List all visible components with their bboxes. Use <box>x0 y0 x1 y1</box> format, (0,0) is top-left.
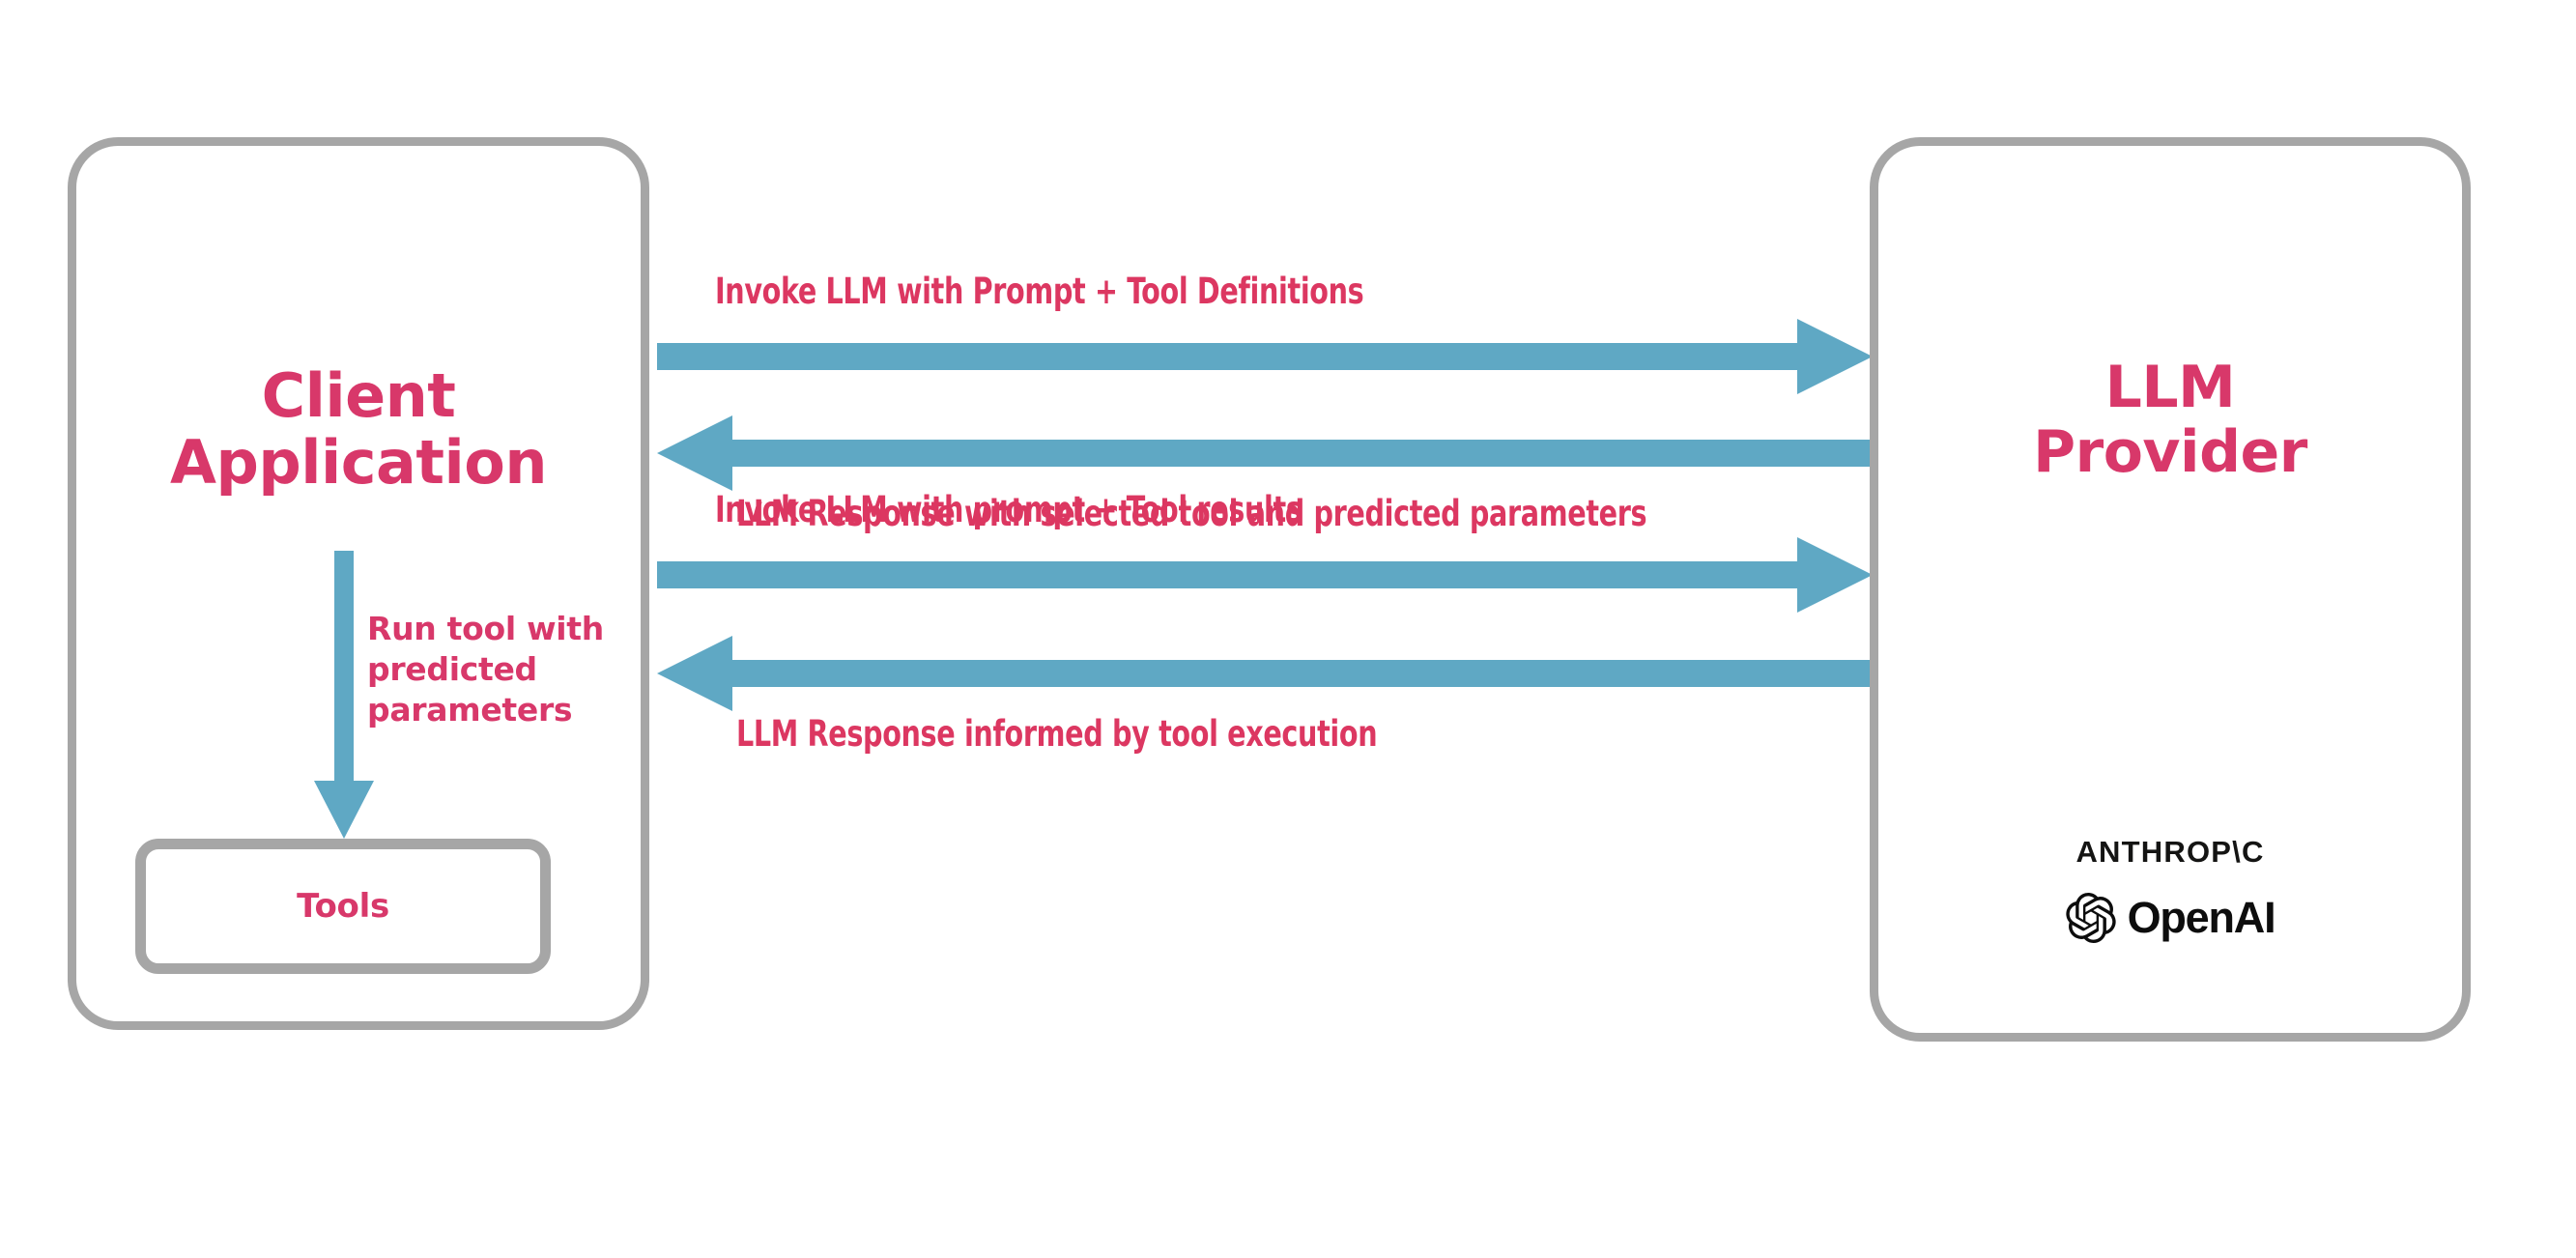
message-label-response-2: LLM Response informed by tool execution <box>736 713 1378 755</box>
tools-label: Tools <box>297 887 389 926</box>
message-row-response-1: LLM Response with selected tool and pred… <box>657 415 1873 541</box>
run-tool-label: Run tool with predicted parameters <box>367 610 604 729</box>
openai-logo: OpenAI <box>1870 893 2471 943</box>
message-label-response-1: LLM Response with selected tool and pred… <box>736 493 1647 534</box>
arrow-right-invoke-1 <box>657 319 1873 394</box>
client-application-title: Client Application <box>170 360 547 499</box>
arrow-left-response-1 <box>657 415 1873 491</box>
anthropic-logo: ANTHROP\C <box>2075 835 2265 869</box>
llm-provider-box <box>1870 137 2471 1042</box>
tools-box[interactable]: Tools <box>135 839 551 974</box>
message-row-invoke-1: Invoke LLM with Prompt + Tool Definition… <box>657 271 1873 394</box>
arrow-left-response-2 <box>657 636 1873 711</box>
message-row-invoke-2: Invoke LLM with prompt + Tool results <box>657 489 1873 613</box>
arrow-right-invoke-2 <box>657 537 1873 613</box>
llm-provider-title: LLM Provider <box>2033 354 2307 487</box>
run-tool-arrow <box>314 551 374 839</box>
message-row-response-2: LLM Response informed by tool execution <box>657 636 1873 761</box>
openai-knot-icon <box>2066 893 2116 943</box>
openai-wordmark: OpenAI <box>2127 893 2276 942</box>
message-label-invoke-1: Invoke LLM with Prompt + Tool Definition… <box>715 271 1364 312</box>
message-label-invoke-2: Invoke LLM with prompt + Tool results <box>715 489 1302 530</box>
